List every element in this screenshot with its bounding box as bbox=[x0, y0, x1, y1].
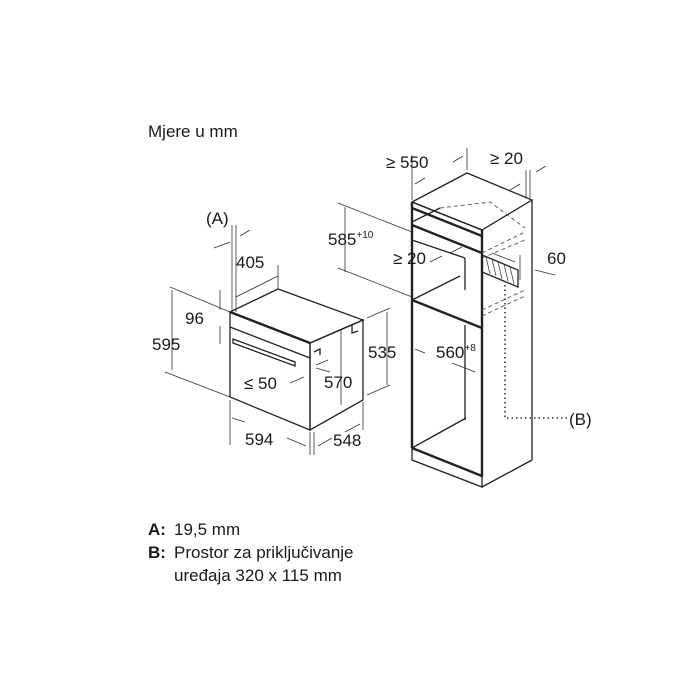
dim-570: 570 bbox=[324, 373, 352, 392]
legend-key: B: bbox=[148, 543, 166, 562]
dim-ge20-mid: ≥ 20 bbox=[393, 249, 426, 268]
dim-560: 560+8 bbox=[436, 343, 476, 362]
cabinet-top bbox=[410, 172, 534, 231]
legend-item-b: B: Prostor za priključivanje uređaja 320… bbox=[148, 541, 414, 587]
dim-595: 595 bbox=[152, 335, 180, 354]
connection-area bbox=[481, 254, 519, 288]
dim-585-value: 585 bbox=[328, 230, 356, 249]
dim-585: 585+10 bbox=[328, 230, 374, 249]
callout-a: (A) bbox=[206, 209, 229, 228]
dim-60: 60 bbox=[547, 249, 566, 268]
dim-96: 96 bbox=[185, 309, 204, 328]
cabinet-drawing: ≥ 550 ≥ 20 585+10 ≥ 20 60 560+8 (B) bbox=[328, 148, 592, 488]
callout-b-label: (B) bbox=[569, 410, 592, 429]
oven-side bbox=[309, 319, 364, 432]
legend-text: 19,5 mm bbox=[174, 520, 241, 539]
dim-ge550: ≥ 550 bbox=[386, 153, 428, 172]
dim-585-tolerance: +10 bbox=[356, 230, 373, 241]
dim-535: 535 bbox=[368, 343, 396, 362]
oven-handle bbox=[232, 338, 296, 367]
dim-560-value: 560 bbox=[436, 343, 464, 362]
dim-405: 405 bbox=[236, 253, 264, 272]
legend-key: A: bbox=[148, 520, 166, 539]
legend-item-a: A: 19,5 mm bbox=[148, 518, 414, 541]
dim-560-tolerance: +8 bbox=[464, 343, 476, 354]
oven-front bbox=[229, 311, 311, 431]
oven-drawing: (A) 405 96 595 ≤ 50 570 535 594 548 bbox=[152, 209, 396, 455]
units-title: Mjere u mm bbox=[148, 122, 238, 141]
dim-548: 548 bbox=[333, 431, 361, 450]
dim-594: 594 bbox=[245, 430, 273, 449]
legend-text: Prostor za priključivanje uređaja 320 x … bbox=[174, 543, 354, 585]
dim-le50: ≤ 50 bbox=[244, 374, 277, 393]
legend: A: 19,5 mm B: Prostor za priključivanje … bbox=[148, 518, 414, 587]
callout-b: (B) bbox=[569, 410, 592, 429]
dim-ge20-top: ≥ 20 bbox=[490, 149, 523, 168]
